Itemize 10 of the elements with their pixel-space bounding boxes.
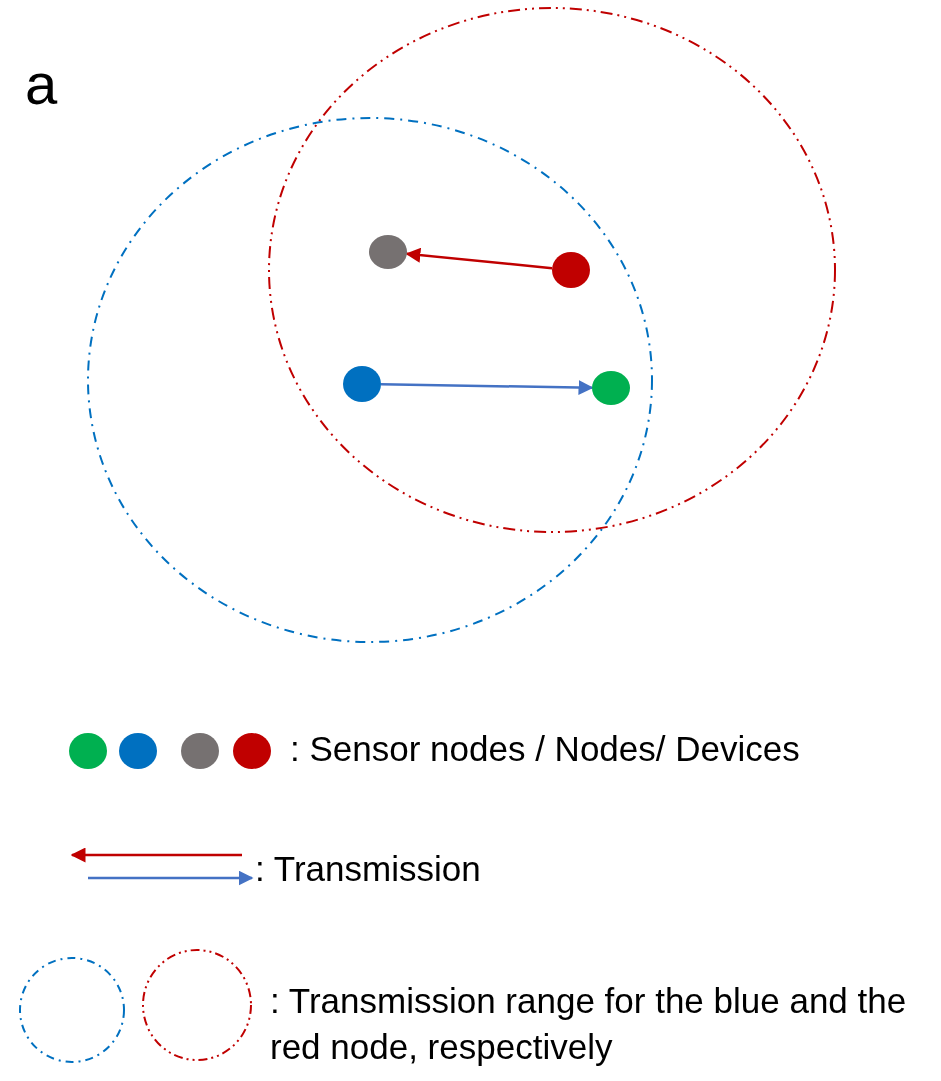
transmission-arrow: [381, 380, 594, 395]
sensor-node: [369, 235, 407, 269]
panel-label: a: [25, 55, 58, 113]
sensor-node: [552, 252, 590, 288]
legend-text: : Sensor nodes / Nodes/ Devices: [290, 728, 801, 770]
transmission-arrow: [405, 247, 553, 270]
legend-text: : Transmission range for the blue and the red node, respectively: [270, 980, 908, 1068]
sensor-node: [343, 366, 381, 402]
legend-text: : Transmission: [255, 848, 482, 890]
sensor-node: [592, 371, 630, 405]
